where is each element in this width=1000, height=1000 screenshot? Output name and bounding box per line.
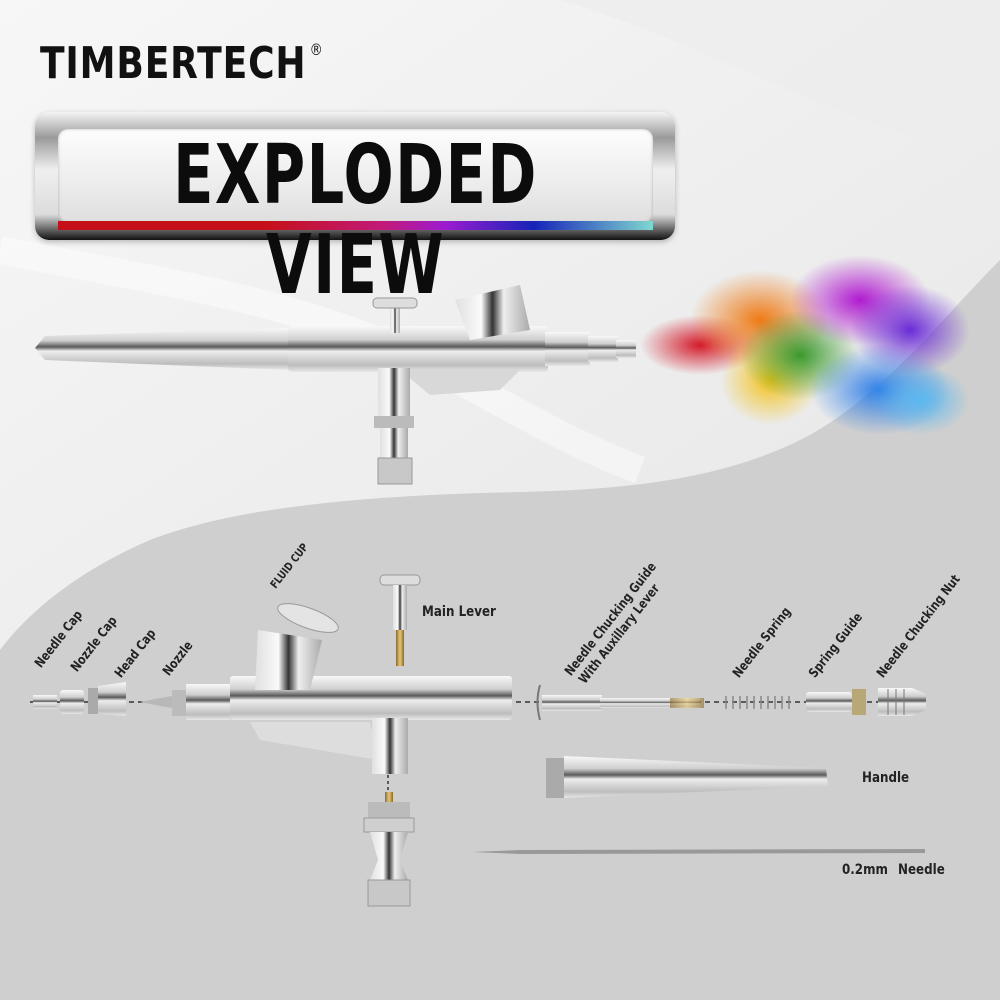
label-needle: Needle	[898, 862, 945, 878]
hero-airbrush	[35, 285, 636, 485]
air-valve-part	[363, 792, 415, 907]
label-main-lever: Main Lever	[422, 604, 496, 620]
brand-name: TIMBERTECH	[40, 38, 307, 89]
spring-guide-part	[806, 689, 866, 715]
trademark-symbol: ®	[309, 40, 324, 59]
handle-part	[546, 756, 828, 798]
head-cap-part	[88, 682, 126, 716]
needle-part	[472, 849, 925, 854]
label-handle: Handle	[862, 770, 910, 786]
color-spray-cloud	[640, 255, 970, 435]
nozzle-part	[140, 696, 172, 708]
nozzle-cap-part	[60, 690, 84, 714]
main-lever-part	[379, 574, 421, 666]
needle-chucking-nut-part	[878, 688, 926, 716]
needle-spring-part	[725, 696, 790, 709]
brand-logo: TIMBERTECH®	[40, 38, 324, 89]
airbrush-body-part	[172, 676, 512, 774]
title-banner-plate	[58, 129, 653, 223]
rainbow-stripe	[58, 221, 653, 230]
fluid-cup-part	[255, 603, 339, 690]
needle-chucking-guide-part	[536, 684, 704, 721]
label-needle-size: 0.2mm	[842, 862, 888, 878]
page-title: EXPLODED VIEW	[173, 128, 538, 313]
needle-cap-part	[33, 695, 57, 709]
